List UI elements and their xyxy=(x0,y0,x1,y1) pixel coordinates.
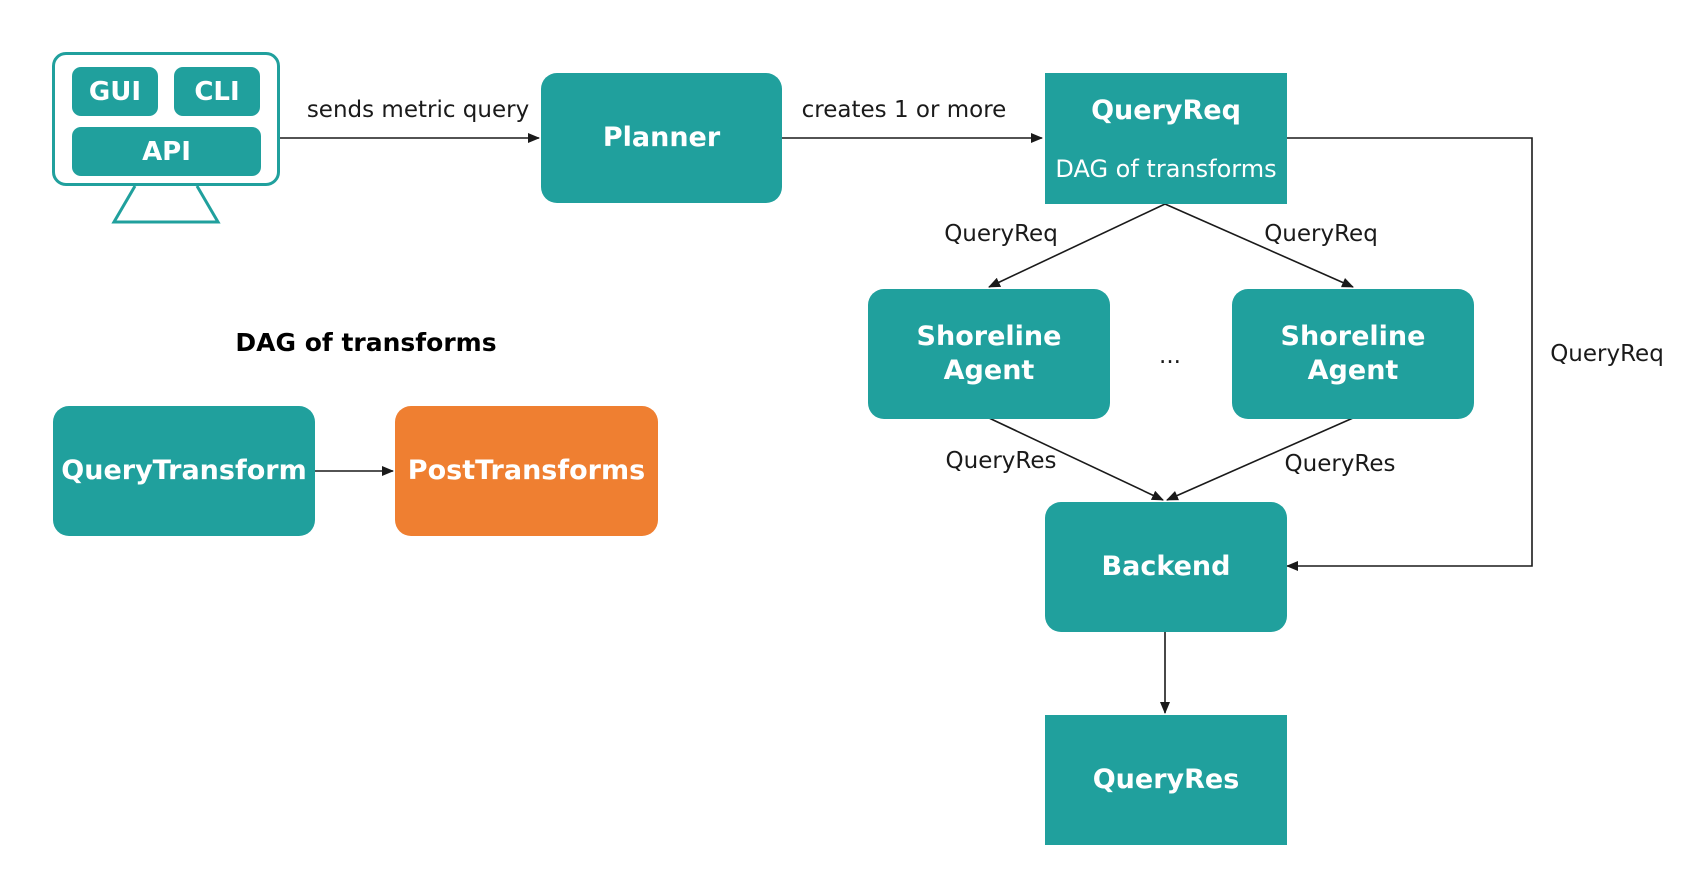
backend-node[interactable]: Backend xyxy=(1045,502,1287,632)
queryreq-node[interactable]: QueryReq DAG of transforms xyxy=(1045,73,1287,204)
planner-label: Planner xyxy=(602,122,721,154)
shoreline-agent-right-node[interactable]: Shoreline Agent xyxy=(1232,289,1474,419)
queryres-node[interactable]: QueryRes xyxy=(1045,715,1287,845)
edge-label-creates-one-or-more: creates 1 or more xyxy=(801,97,1007,123)
planner-node[interactable]: Planner xyxy=(541,73,782,203)
agent-left-line1: Shoreline xyxy=(916,321,1062,353)
queryreq-subtitle: DAG of transforms xyxy=(1055,154,1277,183)
backend-label: Backend xyxy=(1101,551,1231,583)
agents-ellipsis: ... xyxy=(1159,343,1181,369)
agent-left-line2: Agent xyxy=(943,355,1035,386)
edge-label-queryreq-left: QueryReq xyxy=(944,221,1058,247)
cli-button[interactable]: CLI xyxy=(174,67,260,116)
edge-queryreq-agent-left xyxy=(988,203,1166,288)
agent-right-line2: Agent xyxy=(1307,355,1399,386)
edge-label-queryres-right: QueryRes xyxy=(1284,451,1396,477)
edge-queryreq-backend-bypass xyxy=(1285,137,1533,571)
shoreline-agent-left-node[interactable]: Shoreline Agent xyxy=(868,289,1110,419)
legend-title: DAG of transforms xyxy=(235,328,497,357)
api-button[interactable]: API xyxy=(72,127,261,176)
querytransform-label: QueryTransform xyxy=(61,455,307,487)
edge-agent-right-backend xyxy=(1166,417,1354,501)
agent-right-line1: Shoreline xyxy=(1280,321,1426,353)
queryres-label: QueryRes xyxy=(1092,764,1240,796)
gui-button[interactable]: GUI xyxy=(72,67,158,116)
edge-queryreq-agent-right xyxy=(1164,203,1354,288)
edge-label-queryres-left: QueryRes xyxy=(945,448,1057,474)
monitor-stand-icon xyxy=(111,185,221,224)
edge-label-sends-metric-query: sends metric query xyxy=(306,97,530,123)
edge-label-queryreq-bypass: QueryReq xyxy=(1550,341,1664,367)
edge-agent-left-backend xyxy=(988,417,1164,501)
querytransform-node[interactable]: QueryTransform xyxy=(53,406,315,536)
edge-label-queryreq-right: QueryReq xyxy=(1264,221,1378,247)
posttransforms-node[interactable]: PostTransforms xyxy=(395,406,658,536)
queryreq-title: QueryReq xyxy=(1091,95,1241,126)
posttransforms-label: PostTransforms xyxy=(407,455,646,487)
